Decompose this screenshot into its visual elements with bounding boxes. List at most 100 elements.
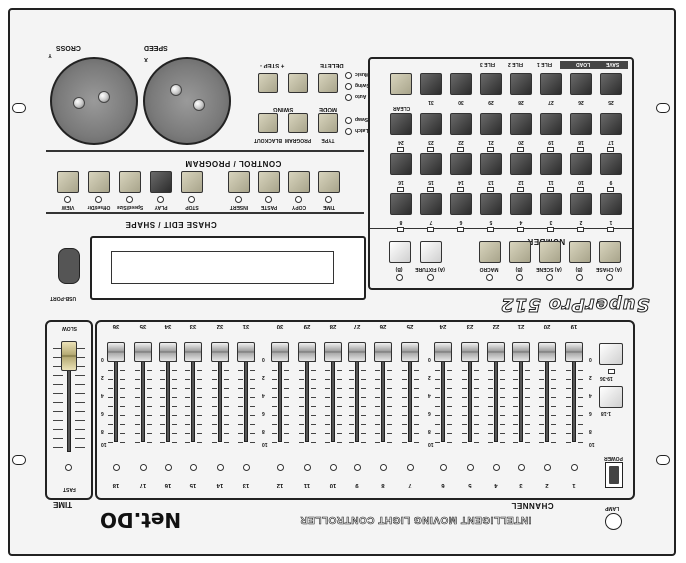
number-button[interactable] [570,153,592,175]
page-19-36-button[interactable] [599,343,623,365]
bank-led [427,274,434,281]
number-button[interactable] [390,193,412,215]
number-button[interactable] [570,113,592,135]
fader-tick [447,370,452,371]
fader-tick [447,442,452,443]
channel-fader-knob[interactable] [434,342,452,362]
channel-fader-knob[interactable] [298,342,316,362]
number-button[interactable] [450,153,472,175]
number-button[interactable] [600,153,622,175]
chase-edit-button[interactable] [88,171,110,193]
bank-button[interactable] [479,241,501,263]
cross-joystick[interactable] [50,57,138,145]
time-fader-tick [53,393,63,394]
channel-fader-knob[interactable] [348,342,366,362]
number-button[interactable] [540,193,562,215]
channel-fader-knob[interactable] [512,342,530,362]
number-button[interactable] [480,153,502,175]
channel-led [165,464,172,471]
number-button[interactable] [540,113,562,135]
chase-edit-button[interactable] [150,171,172,193]
number-button[interactable] [390,113,412,135]
clear-button[interactable] [390,73,412,95]
number-button[interactable] [420,73,442,95]
time-fader-tick [75,393,85,394]
number-button[interactable] [510,193,532,215]
usb-port[interactable] [58,248,80,284]
channel-fader-knob[interactable] [565,342,583,362]
channel-fader-knob[interactable] [184,342,202,362]
number-button[interactable] [480,113,502,135]
bank-button[interactable] [509,241,531,263]
fader-tick [212,379,217,380]
blackout-button[interactable] [258,113,278,133]
chase-edit-button[interactable] [181,171,203,193]
channel-fader-knob[interactable] [461,342,479,362]
number-button[interactable] [570,73,592,95]
number-button[interactable] [540,153,562,175]
number-button[interactable] [570,193,592,215]
number-button[interactable] [420,113,442,135]
number-button[interactable] [450,73,472,95]
bank-button[interactable] [389,241,411,263]
time-fader-knob[interactable] [61,341,77,371]
speed-joystick[interactable] [143,57,231,145]
number-button[interactable] [450,193,472,215]
type-button[interactable] [318,113,338,133]
number-button[interactable] [420,153,442,175]
number-button[interactable] [600,113,622,135]
channel-fader-knob[interactable] [324,342,342,362]
number-button[interactable] [510,73,532,95]
step-minus-button[interactable] [288,73,308,93]
step-plus-button[interactable] [258,73,278,93]
number-button[interactable] [480,193,502,215]
channel-fader-knob[interactable] [134,342,152,362]
chase-edit-button[interactable] [288,171,310,193]
fader-tick [566,424,571,425]
channel-fader-knob[interactable] [237,342,255,362]
channel-fader-knob[interactable] [538,342,556,362]
channel-fader-knob[interactable] [401,342,419,362]
fader-tick [387,433,392,434]
page-1-18-button[interactable] [599,386,623,408]
bank-button[interactable] [569,241,591,263]
power-switch[interactable] [609,466,619,484]
fader-tick [488,388,493,389]
fader-tick [325,433,330,434]
fader-tick [361,388,366,389]
number-button[interactable] [510,153,532,175]
bank-button[interactable] [420,241,442,263]
number-button[interactable] [480,73,502,95]
number-button[interactable] [420,193,442,215]
channel-fader-knob[interactable] [271,342,289,362]
chase-edit-button[interactable] [258,171,280,193]
bank-button[interactable] [539,241,561,263]
time-fader-tick [53,402,63,403]
channel-fader-knob[interactable] [374,342,392,362]
channel-fader-knob[interactable] [211,342,229,362]
number-button[interactable] [450,113,472,135]
bank-button[interactable] [599,241,621,263]
number-button[interactable] [510,113,532,135]
chase-edit-button[interactable] [119,171,141,193]
number-button[interactable] [600,73,622,95]
channel-fader-knob[interactable] [487,342,505,362]
channel-fader-knob[interactable] [107,342,125,362]
number-button[interactable] [600,193,622,215]
channel-fader-knob[interactable] [159,342,177,362]
delete-button[interactable] [318,73,338,93]
number-button[interactable] [390,153,412,175]
fader-tick [185,388,190,389]
number-button[interactable] [540,73,562,95]
chase-edit-button[interactable] [318,171,340,193]
chase-edit-button[interactable] [228,171,250,193]
lamp-socket[interactable] [605,513,622,530]
fader-tick [539,379,544,380]
chase-edit-button[interactable] [57,171,79,193]
fader-tick [500,397,505,398]
channel-led [190,464,197,471]
time-title: TIME [53,500,73,509]
fader-tick [462,388,467,389]
fader-tick [578,379,583,380]
program-button[interactable] [288,113,308,133]
